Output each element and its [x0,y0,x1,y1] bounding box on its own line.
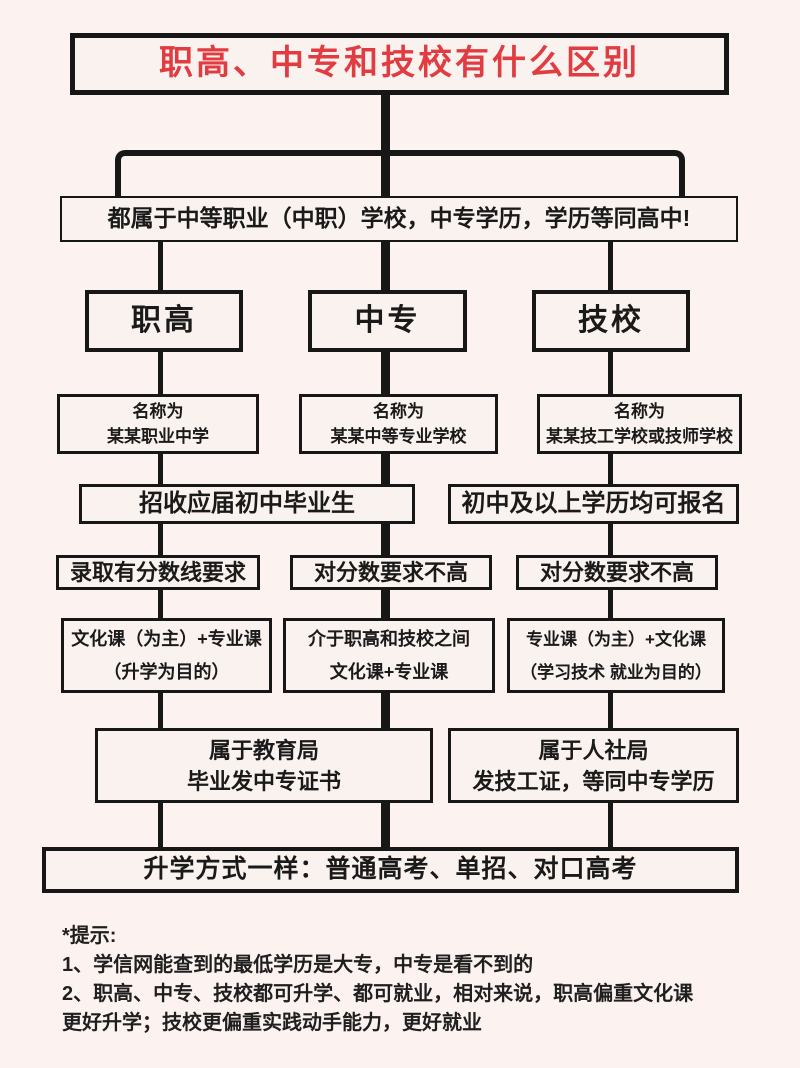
connector-line [381,803,390,847]
course-focus-zhigao: 文化课（为主）+专业课 （升学为目的） [61,618,272,693]
connector-line [158,693,163,728]
connector-line [608,352,613,394]
connector-line [608,590,613,618]
course-focus-zhongzhuan: 介于职高和技校之间 文化课+专业课 [283,618,495,693]
connector-title-stem [381,93,390,196]
promotion-paths: 升学方式一样：普通高考、单招、对口高考 [42,847,739,893]
connector-line [158,590,163,618]
notes-section: *提示: 1、学信网能查到的最低学历是大专，中专是看不到的 2、职高、中专、技校… [62,922,762,1038]
connector-line [158,803,163,847]
school-name-zhongzhuan: 名称为 某某中等专业学校 [299,394,498,454]
enrollment-vocational-secondary: 招收应届初中毕业生 [79,484,415,524]
connector-line [608,693,613,728]
connector-line [608,524,613,555]
notes-line-3: 更好升学；技校更偏重实践动手能力，更好就业 [62,1012,482,1034]
intro-statement: 都属于中等职业（中职）学校，中专学历，学历等同高中! [60,196,738,242]
score-requirement-jixiao: 对分数要求不高 [516,555,718,590]
score-requirement-zhigao: 录取有分数线要求 [56,555,260,590]
connector-line [608,454,613,484]
page-title: 职高、中专和技校有什么区别 [70,33,729,95]
column-header-jixiao: 技校 [532,290,690,352]
connector-line [381,524,390,555]
authority-human-resources-bureau: 属于人社局 发技工证，等同中专学历 [448,728,739,803]
enrollment-technical: 初中及以上学历均可报名 [448,484,739,524]
column-header-zhongzhuan: 中专 [308,290,467,352]
course-focus-jixiao: 专业课（为主）+文化课 （学习技术 就业为目的） [507,618,725,693]
connector-bracket [115,150,685,196]
connector-line [158,454,163,484]
notes-line-2: 2、职高、中专、技校都可升学、都可就业，相对来说，职高偏重文化课 [62,983,694,1005]
column-header-zhigao: 职高 [85,290,243,352]
connector-line [158,524,163,555]
connector-line [158,352,163,394]
connector-line [381,693,390,728]
notes-line-1: 1、学信网能查到的最低学历是大专，中专是看不到的 [62,954,534,976]
school-name-zhigao: 名称为 某某职业中学 [57,394,259,454]
authority-education-bureau: 属于教育局 毕业发中专证书 [95,728,433,803]
score-requirement-zhongzhuan: 对分数要求不高 [290,555,492,590]
connector-line [381,240,390,290]
connector-line [608,240,613,290]
connector-line [381,352,390,394]
connector-line [381,454,390,484]
connector-line [158,240,163,290]
connector-line [608,803,613,847]
school-name-jixiao: 名称为 某某技工学校或技师学校 [537,394,742,454]
notes-heading: *提示: [62,925,117,947]
connector-line [381,590,390,618]
